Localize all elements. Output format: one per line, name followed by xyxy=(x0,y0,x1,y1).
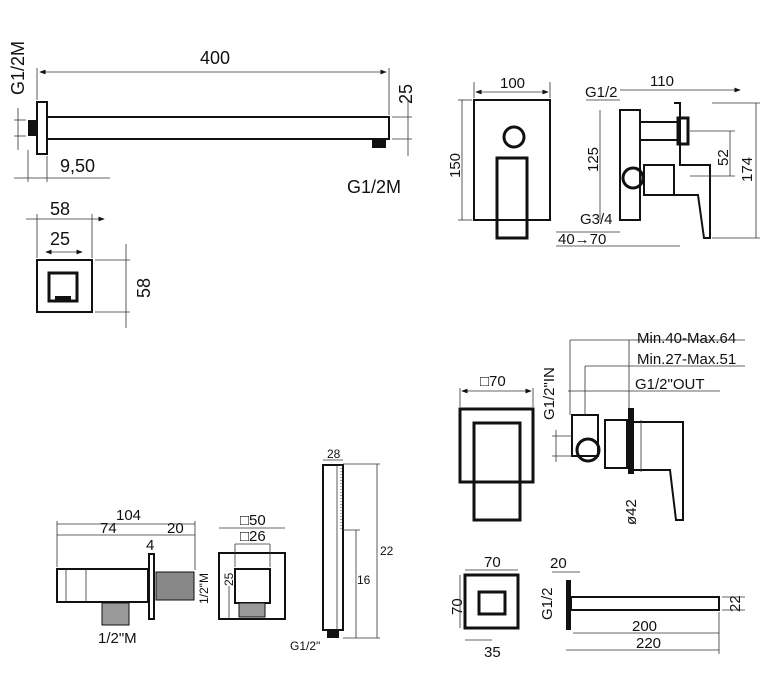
arm-flange-drawing: 58 25 58 xyxy=(26,199,154,328)
mixer-front-width-label: 100 xyxy=(500,75,525,92)
spout-length-label: 200 xyxy=(632,618,657,635)
spout-plate-width-label: 70 xyxy=(484,554,501,571)
mixer-outlet-label: G3/4 xyxy=(580,211,613,228)
spout-plate-thickness-label: 20 xyxy=(550,555,567,572)
mixer-total-height-label: 174 xyxy=(739,157,756,182)
outlet-body-length-label: 74 xyxy=(100,520,117,537)
arm-height-label: 25 xyxy=(396,84,416,104)
outlet-plate-thickness-label: 4 xyxy=(146,537,154,554)
spout-thread-label: G1/2 xyxy=(539,587,556,620)
hand-shower-width-label: 28 xyxy=(327,447,341,461)
mixer-inlet-label: G1/2 xyxy=(585,84,618,101)
hand-shower-grip-label: 16 xyxy=(357,573,371,587)
arm-flange-offset-label: 9,50 xyxy=(60,156,95,176)
arm-length-label: 400 xyxy=(200,48,230,68)
flange-height-label: 58 xyxy=(134,278,154,298)
outlet-rear-thread-label: 1/2"M xyxy=(197,573,211,604)
shower-arm-drawing: 400 25 G1/2M 9,50 G1/2M xyxy=(8,41,416,197)
spout-height-label: 22 xyxy=(727,595,744,612)
flange-width-label: 58 xyxy=(50,199,70,219)
flange-inner-width-label: 25 xyxy=(50,229,70,249)
mixer2-plate-size-label: □70 xyxy=(480,373,506,390)
mixer2-outlet-label: G1/2"OUT xyxy=(635,376,705,393)
hand-shower-length-label: 22 xyxy=(380,544,394,558)
spout-drawing: 70 70 35 20 G1/2 200 220 22 xyxy=(449,554,745,661)
mixer2-depth-range-1-label: Min.40-Max.64 xyxy=(637,330,736,347)
spout-plate-height-label: 70 xyxy=(449,598,466,615)
spout-outlet-offset-label: 35 xyxy=(484,644,501,661)
hand-shower-thread-label: G1/2" xyxy=(290,639,320,653)
outlet-center-height-label: 25 xyxy=(222,572,236,586)
arm-inlet-thread-label: G1/2M xyxy=(8,41,28,95)
mixer-2way-drawing: □70 Min.40-Max.64 Min.27-Max.51 G1/2"OUT… xyxy=(458,330,745,525)
spout-total-length-label: 220 xyxy=(636,635,661,652)
outlet-body-size-label: □26 xyxy=(240,528,266,545)
arm-outlet-thread-label: G1/2M xyxy=(347,177,401,197)
outlet-total-length-label: 104 xyxy=(116,507,141,524)
mixer-3way-front-drawing: 100 150 xyxy=(447,75,551,240)
mixer-body-height-label: 125 xyxy=(585,147,602,172)
mixer-front-height-label: 150 xyxy=(447,153,464,178)
mixer2-inlet-label: G1/2"IN xyxy=(541,367,558,420)
mixer2-depth-range-2-label: Min.27-Max.51 xyxy=(637,351,736,368)
mixer-depth-range-label: 40→70 xyxy=(558,231,606,248)
mixer2-diameter-label: ø42 xyxy=(623,499,640,525)
wall-outlet-drawing: 104 74 20 4 1/2"M 1/2"M □50 □26 25 xyxy=(56,507,286,647)
mixer-depth-label: 110 xyxy=(650,73,674,90)
outlet-thread-length-label: 20 xyxy=(167,520,184,537)
outlet-plate-size-label: □50 xyxy=(240,512,266,529)
outlet-bottom-thread-label: 1/2"M xyxy=(98,630,137,647)
hand-shower-drawing: 28 22 16 G1/2" xyxy=(290,447,394,653)
mixer-3way-side-drawing: G1/2 110 125 52 174 G3/4 40→70 xyxy=(556,73,760,248)
mixer-handle-offset-label: 52 xyxy=(715,149,732,166)
